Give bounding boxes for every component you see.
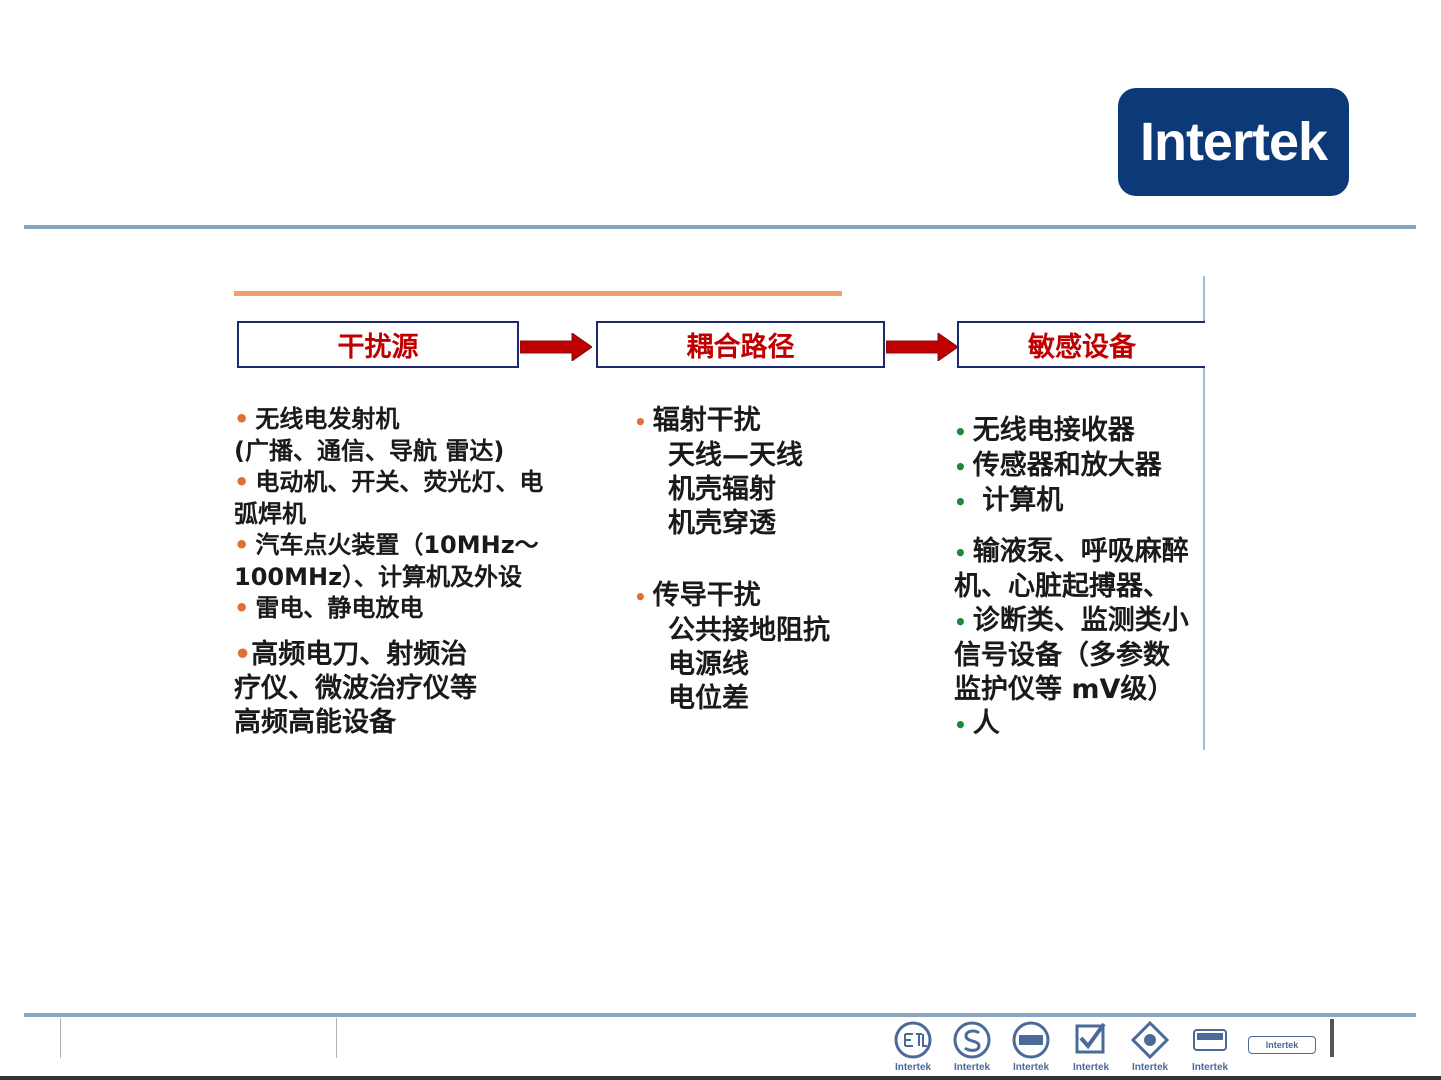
cert-label: Intertek xyxy=(1072,1062,1110,1073)
cert-beab: Intertek xyxy=(1187,1020,1233,1073)
list-item: 机壳辐射 xyxy=(668,474,776,505)
beab-approved-icon xyxy=(1193,1029,1227,1051)
sensitive-list: •无线电接收器 •传感器和放大器 • 计算机 •输液泵、呼吸麻醉 机、心脏起搏器… xyxy=(954,414,1189,742)
path-radiated-title: •辐射干扰 xyxy=(634,405,761,436)
list-item: •高频电刀、射频治 xyxy=(234,638,468,670)
list-item: •输液泵、呼吸麻醉 xyxy=(954,536,1189,567)
arrow-right-icon xyxy=(520,333,592,361)
box-sensitive-equipment: 敏感设备 xyxy=(957,321,1205,368)
list-item: •传感器和放大器 xyxy=(954,450,1162,481)
list-item: 机壳穿透 xyxy=(668,508,776,539)
cert-label: Intertek xyxy=(1131,1062,1169,1073)
list-item: 信号设备（多参数 xyxy=(954,640,1170,671)
cert-label: Intertek xyxy=(1191,1062,1229,1073)
logo-text: Intertek xyxy=(1139,112,1328,172)
warnock-hersey-icon xyxy=(1012,1021,1050,1059)
list-item: 高频高能设备 xyxy=(234,706,396,738)
list-item: 公共接地阻抗 xyxy=(668,615,830,646)
list-item: 疗仪、微波治疗仪等 xyxy=(234,672,477,704)
footer-separator xyxy=(60,1018,61,1058)
s-mark-icon xyxy=(953,1021,991,1059)
list-item: 电源线 xyxy=(668,649,749,680)
list-item: •雷电、静电放电 xyxy=(234,594,424,622)
footer-separator xyxy=(336,1018,337,1058)
cert-label: Intertek xyxy=(1012,1062,1050,1073)
cert-s-mark: Intertek xyxy=(949,1020,995,1073)
list-item: •无线电接收器 xyxy=(954,415,1135,446)
list-item: •汽车点火装置（10MHz～ xyxy=(234,531,539,559)
list-item: •电动机、开关、荧光灯、电 xyxy=(234,468,544,496)
path-conducted-title: •传导干扰 xyxy=(634,580,761,611)
list-item: 100MHz）、计算机及外设 xyxy=(234,562,523,591)
sources-list: •无线电发射机 (广播、通信、导航 雷达) •电动机、开关、荧光灯、电 弧焊机 … xyxy=(234,404,543,740)
quality-check-icon xyxy=(1075,1022,1106,1054)
list-item: •无线电发射机 xyxy=(234,405,400,433)
intertek-logo: Intertek xyxy=(1118,88,1349,196)
list-item: 天线—天线 xyxy=(668,440,803,471)
orange-accent-line xyxy=(234,291,842,296)
cert-label: Intertek xyxy=(953,1062,991,1073)
list-item: • 计算机 xyxy=(954,485,1064,516)
cert-asta: Intertek xyxy=(1127,1020,1173,1073)
cert-intertek-badge: Intertek xyxy=(1248,1036,1316,1054)
list-item: 机、心脏起搏器、 xyxy=(954,571,1170,602)
paths-list: •辐射干扰 天线—天线 机壳辐射 机壳穿透 •传导干扰 公共接地阻抗 电源线 电… xyxy=(634,404,830,716)
footer-end-marker xyxy=(1330,1019,1334,1057)
cert-wh: Intertek xyxy=(1008,1020,1054,1073)
cert-label: Intertek xyxy=(894,1062,932,1073)
intertek-badge-icon: Intertek xyxy=(1248,1036,1316,1054)
arrow-right-icon xyxy=(886,333,958,361)
cert-quality: Intertek xyxy=(1068,1020,1114,1073)
slide-image-edge xyxy=(1203,276,1205,750)
footer-divider xyxy=(24,1013,1416,1017)
box-coupling-path: 耦合路径 xyxy=(596,321,885,368)
list-item: (广播、通信、导航 雷达) xyxy=(234,436,505,465)
list-item: •诊断类、监测类小 xyxy=(954,605,1189,636)
list-item: 电位差 xyxy=(668,683,749,714)
list-item: 弧焊机 xyxy=(234,499,306,528)
box-interference-source: 干扰源 xyxy=(237,321,519,368)
etl-icon xyxy=(894,1021,932,1059)
header-divider xyxy=(24,225,1416,229)
list-item: 监护仪等 mV级） xyxy=(954,674,1175,705)
footer-bottom-bar xyxy=(0,1076,1441,1080)
cert-etl: Intertek xyxy=(890,1020,936,1073)
list-item: •人 xyxy=(954,708,1000,739)
asta-icon xyxy=(1130,1020,1170,1060)
